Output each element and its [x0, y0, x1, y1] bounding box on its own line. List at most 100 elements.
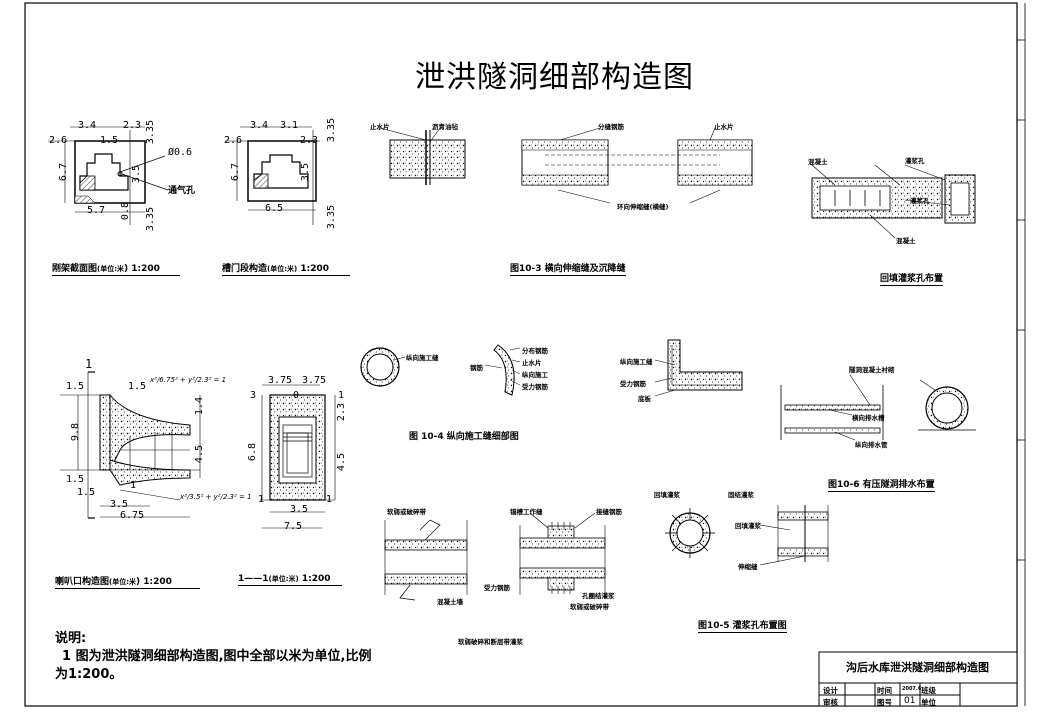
- dim-label: Ø0.6: [168, 147, 193, 158]
- dim-label: 1: [338, 390, 345, 401]
- callout-label: 隧洞混凝土衬砌: [849, 366, 895, 374]
- dim-label: 6.5: [265, 203, 284, 214]
- time-label: 时间: [877, 686, 892, 695]
- dim-label: 3.5: [131, 165, 142, 184]
- callout-label: 锚槽工作缝: [510, 508, 543, 516]
- frame-section-drawing: [48, 126, 169, 225]
- grout-layout-caption: 回填灌浆孔布置: [880, 271, 944, 286]
- dim-label: 3.5: [300, 163, 311, 182]
- callout-label: 纵向排水管: [855, 441, 888, 449]
- callout-label: 接缝钢筋: [596, 508, 622, 516]
- dim-label: 1: [130, 480, 137, 491]
- callout-label: 底板: [638, 395, 651, 403]
- callout-label: 软弱或破碎带: [570, 603, 609, 611]
- fig10-5-caption: 图10-5 灌浆孔布置图: [698, 618, 787, 633]
- review-label: 审核: [823, 698, 838, 707]
- callout-label: 固结灌浆: [728, 491, 754, 499]
- dim-label: 6.8: [247, 443, 258, 462]
- dim-label: 4.5: [336, 453, 347, 472]
- dim-label: 3.5: [110, 499, 129, 510]
- dim-label: 0.8: [120, 202, 131, 221]
- gate-section-drawing: [225, 126, 320, 225]
- callout-label: 受力钢筋: [620, 380, 646, 388]
- callout-label: 纵向施工: [522, 371, 548, 379]
- grout-layout-drawing: [811, 164, 976, 239]
- fig10-3-drawing: [379, 127, 753, 204]
- drawing-title: 泄洪隧洞细部构造图: [415, 60, 694, 95]
- dim-label: 0: [293, 390, 300, 401]
- dim-label: 3.35: [326, 118, 337, 143]
- dim-label: 6.7: [58, 163, 69, 182]
- dim-label: 2.3: [300, 135, 319, 146]
- callout-label: 纵向施工缝: [620, 358, 653, 366]
- dim-label: 3.35: [326, 205, 337, 230]
- callout-label: 止水片: [522, 359, 542, 367]
- section-mark: 1: [85, 357, 93, 371]
- dim-label: 1.5: [128, 381, 147, 392]
- dim-label: 2.6: [49, 135, 68, 146]
- dim-label: 1: [326, 494, 333, 505]
- dim-label: 3.35: [145, 207, 156, 232]
- callout-label: 软弱或破碎带: [387, 508, 426, 516]
- fig10-4-caption: 图 10-4 纵向施工缝细部图: [409, 432, 519, 442]
- notes-line: 为1:200。: [55, 667, 123, 682]
- fig10-3-caption: 图10-3 横向伸缩缝及沉降缝: [510, 261, 626, 276]
- callout-label: 分缝钢筋: [598, 123, 624, 131]
- callout-label: 混凝土: [808, 158, 828, 166]
- dim-label: 9.8: [70, 423, 81, 442]
- dim-label: 1: [258, 494, 265, 505]
- callout-label: 混凝土: [896, 237, 916, 245]
- frame-section-caption: 刚架截面图(单位:米) 1:200: [52, 261, 180, 276]
- sheet-border: [24, 2, 1018, 707]
- dim-label: 4.5: [194, 445, 205, 464]
- dim-label: 7.5: [284, 521, 303, 532]
- fig10-6-caption: 图10-6 有压隧洞排水布置: [828, 477, 935, 492]
- callout-label: 止水片: [714, 123, 734, 131]
- ellipse-formula: x²/6.75² + y²/2.3² = 1: [150, 376, 227, 384]
- callout-label: 受力钢筋: [522, 383, 548, 391]
- dim-label: 1.5: [66, 381, 85, 392]
- ellipse-formula: x²/3.5² + y²/2.3² = 1: [180, 493, 252, 501]
- dim-label: 6.75: [120, 510, 145, 521]
- bell-mouth-caption: 喇叭口构造图(单位:米) 1:200: [55, 574, 200, 589]
- dim-label: 3.75: [268, 375, 293, 386]
- dim-label: 2.3: [336, 403, 347, 422]
- class-label: 班级: [921, 686, 936, 695]
- callout-label: 混凝土墙: [437, 598, 463, 606]
- construction-joint-drawing: [654, 339, 743, 397]
- fig10-6-drawing: [780, 374, 976, 441]
- callout-label: 横向排水槽: [852, 414, 885, 422]
- callout-label: 回填灌浆: [654, 491, 680, 499]
- unit-label: 单位: [921, 698, 936, 707]
- fig10-4-drawing: [360, 344, 521, 396]
- dim-label: 1.5: [100, 135, 119, 146]
- dim-label: 3.5: [290, 504, 309, 515]
- vent-hole-label: 通气孔: [168, 186, 196, 196]
- drawing-no-value: 01: [904, 696, 916, 706]
- callout-label: 环向伸缩缝(横缝): [617, 203, 669, 211]
- title-block-lines: [818, 651, 1018, 707]
- dim-label: 2.3: [123, 120, 142, 131]
- callout-label: 止水片: [370, 123, 390, 131]
- dim-label: 3.35: [145, 120, 156, 145]
- dim-label: 3: [250, 390, 257, 401]
- fig10-5-drawing: [665, 505, 829, 566]
- dim-label: 1.5: [66, 474, 85, 485]
- dim-label: 3.4: [250, 120, 269, 131]
- bell-mouth-drawing: [60, 371, 201, 519]
- title-block-title: 沟后水库泄洪隧洞细部构造图: [846, 661, 989, 674]
- drawing-no-label: 图号: [877, 698, 892, 707]
- dim-label: 6.7: [230, 163, 241, 182]
- dim-label: 3.75: [302, 375, 327, 386]
- design-label: 设计: [823, 686, 838, 695]
- soft-rock-drawing: [384, 512, 606, 601]
- callout-label: 灌浆孔: [905, 157, 925, 165]
- soft-rock-caption: 软弱破碎和断层带灌浆: [458, 638, 523, 646]
- callout-label: 回填灌浆: [735, 522, 761, 530]
- callout-label: 灌浆孔: [910, 197, 930, 205]
- dim-label: 1.4: [194, 397, 205, 416]
- notes-line: 1 图为泄洪隧洞细部构造图,图中全部以米为单位,比例: [62, 649, 372, 664]
- callout-label: 纵向施工缝: [406, 354, 439, 362]
